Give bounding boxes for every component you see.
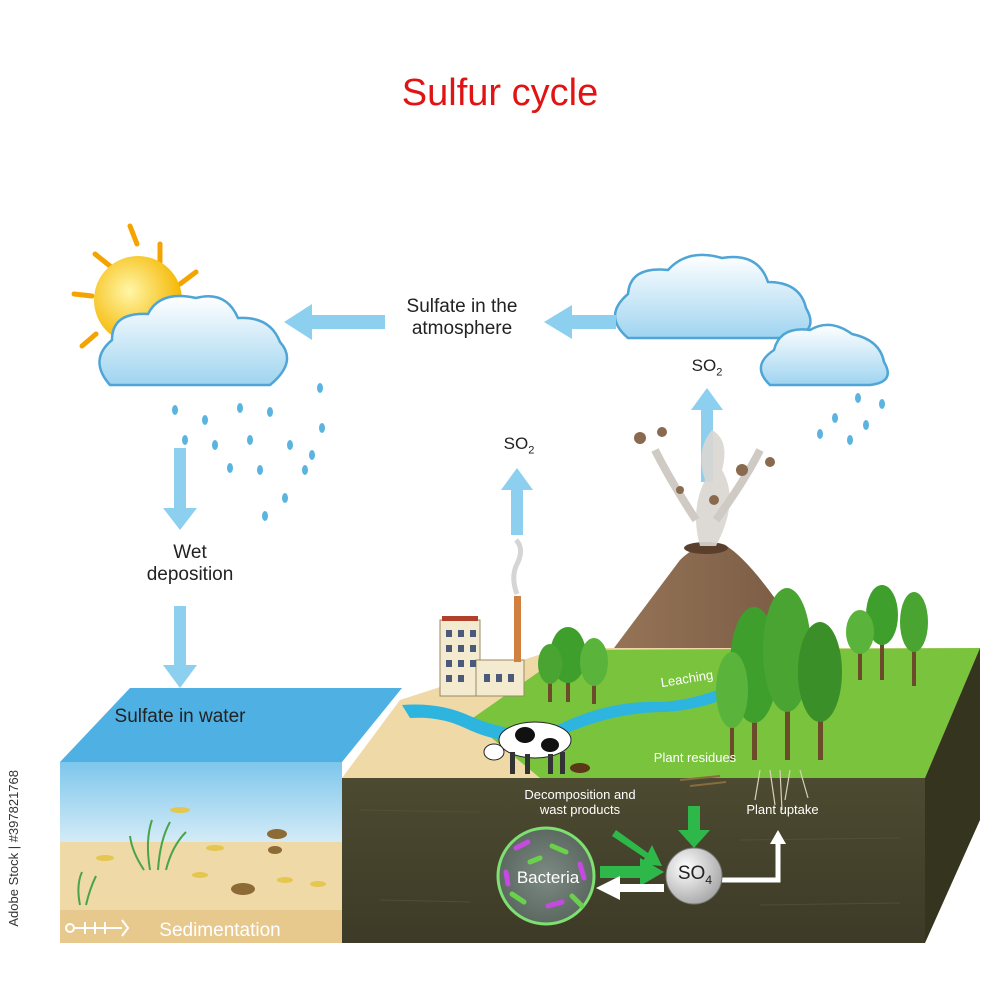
cow-icon — [483, 721, 590, 774]
fish — [96, 807, 326, 887]
label-sulfate-atmosphere: Sulfate in the atmosphere — [406, 296, 518, 339]
water-block — [60, 688, 402, 943]
watermark: Adobe Stock | #397821768 — [6, 770, 21, 927]
so2-factory-subscript: 2 — [528, 444, 535, 457]
so4-subscript: 4 — [705, 872, 713, 887]
forest-icon — [716, 585, 928, 760]
so4-icon — [665, 847, 723, 905]
so2-volcano-text: SO — [691, 356, 717, 375]
page-title: Sulfur cycle — [401, 72, 599, 114]
label-bacteria: Bacteria — [516, 868, 580, 887]
tree-icon — [538, 627, 608, 704]
river — [402, 680, 745, 742]
label-decomposition: Decomposition and wast products — [524, 787, 636, 817]
factory-icon — [439, 538, 525, 697]
arrow-volcano-so2-up — [691, 388, 723, 482]
stones — [231, 829, 287, 895]
arrow-decomposition-to-so4 — [612, 830, 662, 866]
so2-volcano-subscript: 2 — [716, 366, 723, 379]
arrow-residues-to-so4 — [678, 806, 710, 848]
so4-text: SO — [677, 863, 706, 884]
arrow-plant-uptake — [722, 842, 781, 883]
seaweed — [77, 819, 187, 906]
cloud-icon — [613, 253, 889, 387]
roots — [754, 769, 809, 811]
plant-residue — [679, 775, 727, 787]
label-sedimentation: Sedimentation — [159, 920, 281, 941]
arrow-atmosphere-to-cloud — [284, 304, 385, 340]
rain-drops-right — [817, 393, 885, 445]
bacteria-icon — [496, 826, 596, 926]
label-plant-residues: Plant residues — [653, 750, 737, 765]
arrow-cloud-to-atmosphere — [544, 305, 616, 339]
arrow-factory-so2-up — [501, 468, 533, 535]
fish-skeleton-icon — [65, 919, 130, 937]
rain-cloud-icon — [98, 294, 289, 387]
label-so2-factory: SO2 — [494, 434, 544, 457]
land-block — [342, 648, 980, 943]
arrow-plant-uptake-head — [770, 830, 786, 844]
rain-drops — [172, 383, 325, 521]
so2-factory-text: SO — [503, 434, 529, 453]
label-so2-volcano: SO2 — [682, 356, 732, 379]
label-sulfate-water: Sulfate in water — [114, 706, 246, 727]
arrow-so4-to-bacteria — [596, 876, 664, 900]
label-plant-uptake: Plant uptake — [746, 802, 819, 817]
label-wet-deposition: Wet deposition — [146, 542, 234, 585]
arrow-wet-deposition-down — [163, 448, 197, 688]
arrow-bacteria-to-so4 — [600, 858, 664, 886]
label-so4: SO4 — [665, 863, 725, 887]
